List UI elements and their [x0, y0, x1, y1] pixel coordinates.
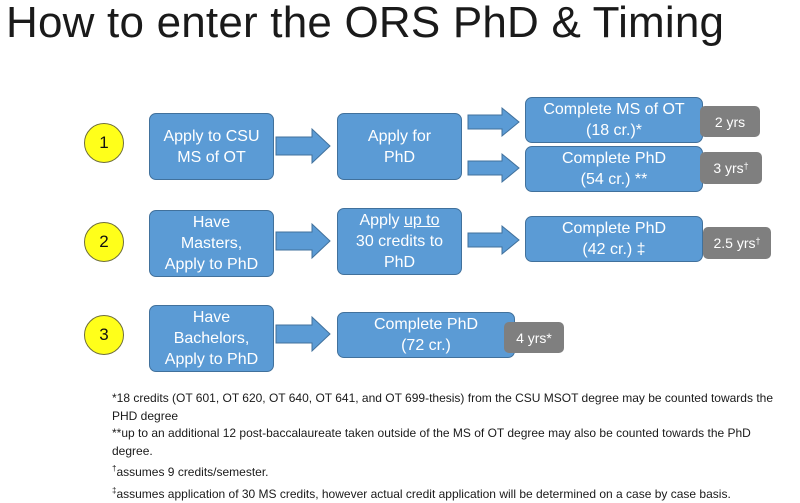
- r1-time-b-mark: †: [744, 161, 749, 171]
- arrow-r3-step1-to-outcome: [276, 317, 330, 351]
- r2-step2-pre: Apply: [359, 212, 403, 229]
- r1-step1-line1: Apply to CSU: [163, 126, 259, 147]
- r1-time-a: 2 yrs: [715, 114, 745, 130]
- r1-complete-ms-box: Complete MS of OT (18 cr.)*: [525, 97, 703, 143]
- r2-apply-credits-box: Apply up to 30 credits to PhD: [337, 208, 462, 275]
- footnote-3-text: assumes 9 credits/semester.: [116, 465, 268, 479]
- r3-step1-line3: Apply to PhD: [165, 349, 258, 370]
- r3-outcome-line1: Complete PhD: [374, 314, 478, 335]
- footnote-3: †assumes 9 credits/semester.: [112, 460, 792, 482]
- arrow-r1-to-outcome-a: [468, 108, 519, 136]
- r1-step2-line2: PhD: [384, 147, 415, 168]
- footnote-1: *18 credits (OT 601, OT 620, OT 640, OT …: [112, 390, 792, 425]
- r1-apply-phd-box: Apply for PhD: [337, 113, 462, 180]
- r2-have-masters-box: Have Masters, Apply to PhD: [149, 210, 274, 277]
- r2-step2-line2: 30 credits to: [356, 231, 443, 252]
- r3-outcome-line2: (72 cr.): [401, 335, 451, 356]
- r1-complete-phd-box: Complete PhD (54 cr.) **: [525, 146, 703, 192]
- arrow-r1-step1-to-step2: [276, 129, 330, 163]
- arrow-r2-to-outcome: [468, 226, 519, 254]
- arrow-r1-to-outcome-b: [468, 154, 519, 182]
- r2-step2-underlined: up to: [404, 212, 440, 229]
- r2-time: 2.5 yrs: [713, 235, 755, 251]
- r1-outcome-a-line1: Complete MS of OT: [543, 99, 684, 120]
- r2-step1-line1: Have: [193, 212, 230, 233]
- r2-step1-line2: Masters,: [181, 233, 242, 254]
- r2-step2-line1: Apply up to: [359, 210, 439, 231]
- r1-outcome-b-line2: (54 cr.) **: [581, 169, 648, 190]
- r1-outcome-b-line1: Complete PhD: [562, 148, 666, 169]
- r3-time-badge: 4 yrs*: [504, 322, 564, 353]
- footnote-4-text: assumes application of 30 MS credits, ho…: [116, 487, 730, 501]
- r2-step2-line3: PhD: [384, 252, 415, 273]
- row-number-1: 1: [84, 123, 124, 163]
- r1-step2-line1: Apply for: [368, 126, 431, 147]
- footnote-4: ‡assumes application of 30 MS credits, h…: [112, 482, 792, 503]
- r2-outcome-line1: Complete PhD: [562, 218, 666, 239]
- r2-time-mark: †: [756, 236, 761, 246]
- r3-step1-line1: Have: [193, 307, 230, 328]
- r2-time-badge: 2.5 yrs†: [703, 227, 771, 259]
- row-number-2: 2: [84, 222, 124, 262]
- r1-step1-line2: MS of OT: [177, 147, 245, 168]
- r1-time-badge-b: 3 yrs†: [700, 152, 762, 184]
- r2-complete-phd-box: Complete PhD (42 cr.) ‡: [525, 216, 703, 262]
- r2-outcome-line2: (42 cr.) ‡: [582, 239, 645, 260]
- r3-time: 4 yrs*: [516, 330, 552, 346]
- footnotes: *18 credits (OT 601, OT 620, OT 640, OT …: [112, 390, 792, 503]
- r3-step1-line2: Bachelors,: [174, 328, 250, 349]
- footnote-2: **up to an additional 12 post-baccalaure…: [112, 425, 792, 460]
- r3-have-bachelors-box: Have Bachelors, Apply to PhD: [149, 305, 274, 372]
- r1-outcome-a-line2: (18 cr.)*: [586, 120, 642, 141]
- arrow-r2-step1-to-step2: [276, 224, 330, 258]
- r3-complete-phd-box: Complete PhD (72 cr.): [337, 312, 515, 358]
- r1-apply-ms-box: Apply to CSU MS of OT: [149, 113, 274, 180]
- r2-step1-line3: Apply to PhD: [165, 254, 258, 275]
- row-number-3: 3: [84, 315, 124, 355]
- r1-time-b: 3 yrs: [713, 160, 743, 176]
- r1-time-badge-a: 2 yrs: [700, 106, 760, 137]
